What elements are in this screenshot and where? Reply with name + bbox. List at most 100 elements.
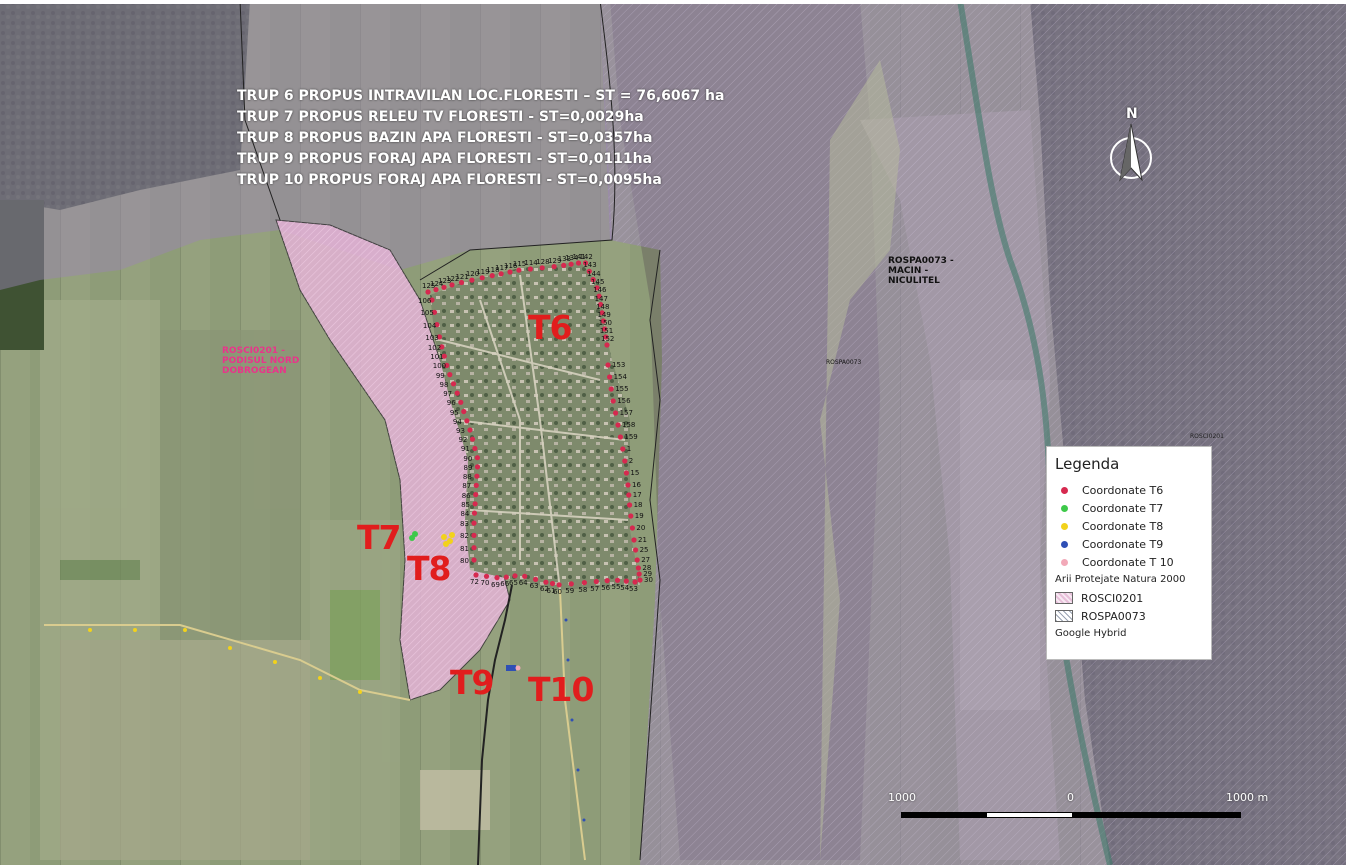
t6-point [461,408,467,415]
t6-point-label: 98 [439,380,449,389]
stream-south [477,584,513,865]
t6-point [593,578,599,585]
t6-point-label: 94 [452,417,462,426]
t6-point-label: 81 [460,544,469,553]
t6-point-label: 119 [476,267,490,276]
t6-point [539,265,545,271]
rospa0073-area-north [0,0,612,290]
t6-point [598,301,604,308]
t6-point-label: 156 [617,397,631,405]
legend-swatch-rosci [1055,592,1073,604]
t6-point-label: 158 [622,421,636,429]
t6-point [527,266,534,272]
t6-point [436,334,442,340]
scale-seg-3 [1072,813,1240,817]
title-line-t8: TRUP 8 PROPUS BAZIN APA FLORESTI - ST=0,… [237,130,653,146]
t6-point [458,399,464,405]
protected-boundary-line-3 [239,0,281,221]
t6-point-label: 29 [643,570,653,578]
t6-point-label: 88 [462,473,472,482]
t6-point [512,573,518,579]
woodland-patch [0,200,44,350]
legend-item-t8: Coordonate T8 [1055,517,1203,535]
t6-point-label: 53 [629,585,638,593]
legend-dot-t8 [1061,522,1068,530]
t6-point [627,502,633,508]
t6-point [494,575,500,581]
t6-point [447,372,453,378]
t9-coordinate-points [506,665,516,671]
rosci0201-small-label: ROSCI0201 [1190,433,1224,440]
t6-point-label: 123 [438,277,452,286]
t6-point-label: 84 [460,510,470,519]
t6-point-label: 63 [529,582,539,591]
t6-point-label: 21 [638,536,647,544]
t6-point [600,318,607,324]
t6-point [599,310,605,316]
t6-point-label: 147 [594,294,608,303]
t6-point-label: 18 [633,501,643,509]
t6-point-label: 117 [495,263,509,272]
t6-point-label: 15 [630,469,640,477]
legend-label-t6: Coordonate T6 [1082,483,1164,497]
legend-item-rosci: ROSCI0201 [1055,589,1203,607]
t6-point [471,520,477,526]
t6-point [431,309,438,315]
legend-title: Legenda [1055,455,1120,473]
t6-point [469,436,476,442]
legend-swatch-rospa [1055,610,1073,622]
t6-point-label: 54 [620,584,630,593]
t6-point [473,482,479,488]
legend-label-t10: Coordonate T 10 [1082,555,1174,569]
t6-point [582,260,589,266]
t6-point-label: 151 [599,327,614,335]
t6-point-label: 28 [642,564,652,572]
protected-boundary-line [419,0,616,281]
t6-point [450,381,457,387]
t6-point [556,582,562,588]
t6-point [498,271,504,277]
t6-point-label: 99 [435,371,445,380]
t6-point-label: 66 [500,580,510,589]
t6-point-label: 159 [624,433,638,441]
t6-point [614,577,621,583]
t6-point-label: 128 [536,257,550,266]
t6-point-label: 114 [524,258,538,267]
compass-letter: N [1126,106,1138,122]
t6-point-label: 97 [443,390,453,399]
scale-label-mid: 0 [1067,791,1074,804]
map-title-block: TRUP 6 PROPUS INTRAVILAN LOC.FLORESTI – … [237,86,724,191]
rospa-label-line-1: ROSPA0073 - [888,256,954,266]
t6-point [617,434,624,440]
legend-basemap: Google Hybrid [1055,628,1127,639]
t6-point-label: 92 [458,436,468,445]
t6-point-label: 1 [626,445,632,453]
t6-point [429,297,435,303]
t6-point [474,464,481,470]
t6-point-label: 93 [456,427,465,435]
t6-point-label: 103 [425,333,439,342]
t6-point-label: 125 [422,282,436,290]
t6-point-label: 152 [601,335,615,343]
t6-point-label: 72 [470,578,479,586]
t6-point-label: 65 [509,578,518,587]
t6-point [479,275,485,281]
t6-point [489,273,495,279]
rosci0201-label: ROSCI0201 - PODISUL NORD DOBROGEAN [222,346,299,376]
t6-point [594,285,600,291]
legend-dot-t10 [1061,558,1068,566]
county-road [44,624,411,701]
t6-point-label: 83 [460,520,469,529]
village-floresti [430,262,640,590]
t6-point [635,565,642,571]
valley-stream [957,0,1113,865]
t6-point [551,264,557,270]
t6-point [628,513,634,519]
legend-label-t9: Coordonate T9 [1082,537,1164,551]
t6-point [629,525,636,531]
t6-point [637,577,643,583]
title-line-t9: TRUP 9 PROPUS FORAJ APA FLORESTI - ST=0,… [237,151,653,167]
t6-point [471,510,478,516]
map-frame-top [0,0,1346,4]
